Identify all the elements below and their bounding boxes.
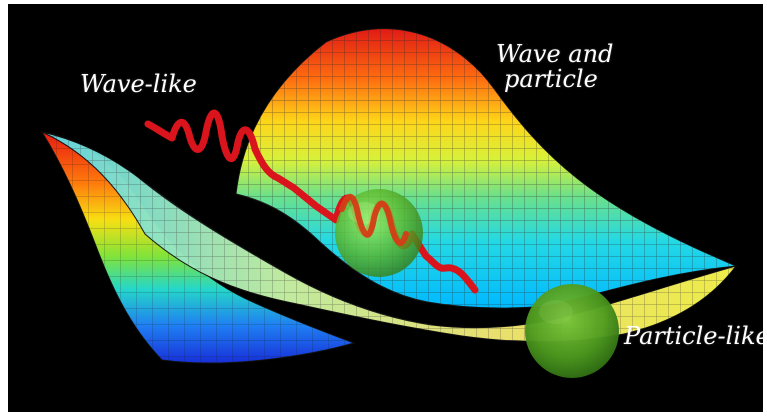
particle-line: particle xyxy=(504,65,598,94)
quantum-illustration: Wave-like Wave and particle Particle-lik… xyxy=(8,4,763,412)
particle-like-label: Particle-like xyxy=(624,322,763,350)
wave-and-particle-label: Wave and particle xyxy=(496,40,614,94)
wave-and-line: Wave and xyxy=(496,40,614,68)
surface-illustration xyxy=(40,28,738,378)
wave-like-label: Wave-like xyxy=(80,70,197,98)
